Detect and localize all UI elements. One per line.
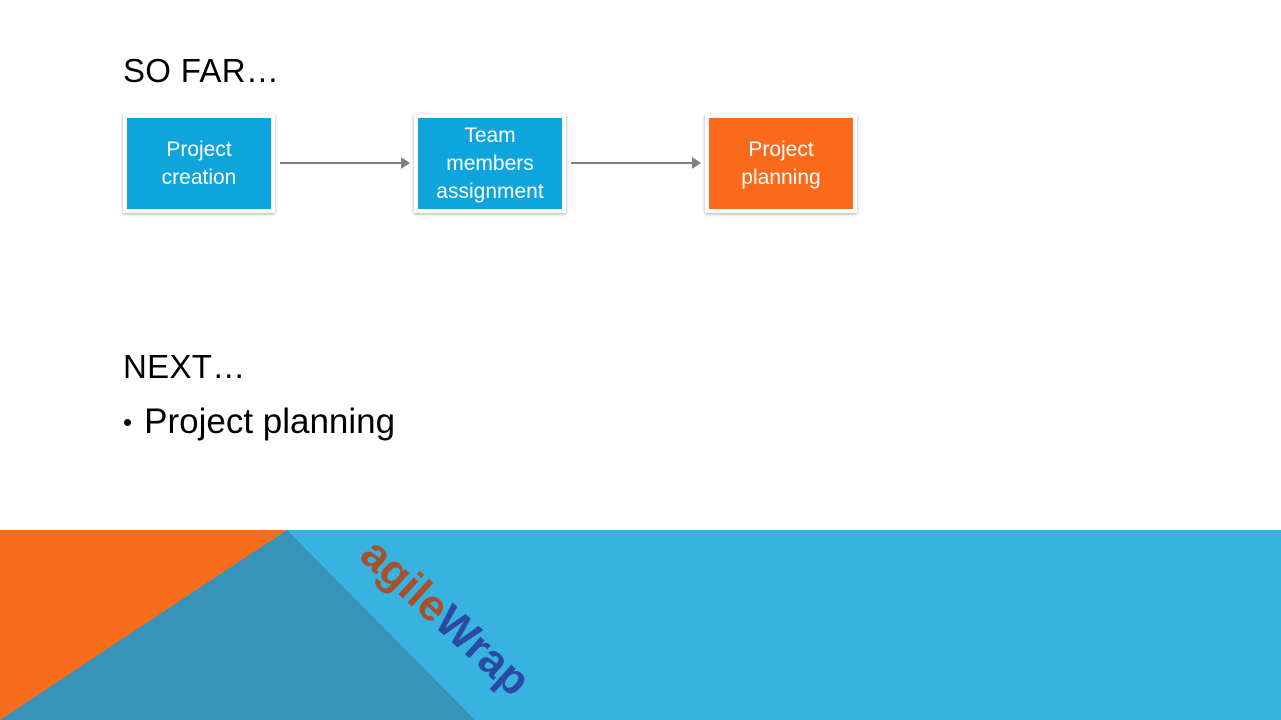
step-label: Team members assignment	[418, 118, 562, 209]
step-project-planning: Project planning	[705, 114, 857, 213]
footer-orange-triangle	[0, 530, 287, 720]
step-team-members-assignment: Team members assignment	[414, 114, 566, 213]
footer-band: agile Wrap	[0, 530, 1281, 720]
bullet-icon: •	[123, 406, 133, 437]
next-heading: NEXT…	[123, 348, 246, 385]
next-list: • Project planning	[123, 402, 395, 442]
arrow-connector	[571, 157, 701, 169]
step-project-creation: Project creation	[123, 114, 275, 213]
arrow-connector	[280, 157, 410, 169]
footer-graphic: agile Wrap	[0, 530, 1281, 720]
list-item: • Project planning	[123, 402, 395, 442]
step-label: Project creation	[127, 118, 271, 209]
so-far-heading: SO FAR…	[123, 52, 280, 89]
step-label: Project planning	[709, 118, 853, 209]
list-item-text: Project planning	[144, 402, 396, 441]
